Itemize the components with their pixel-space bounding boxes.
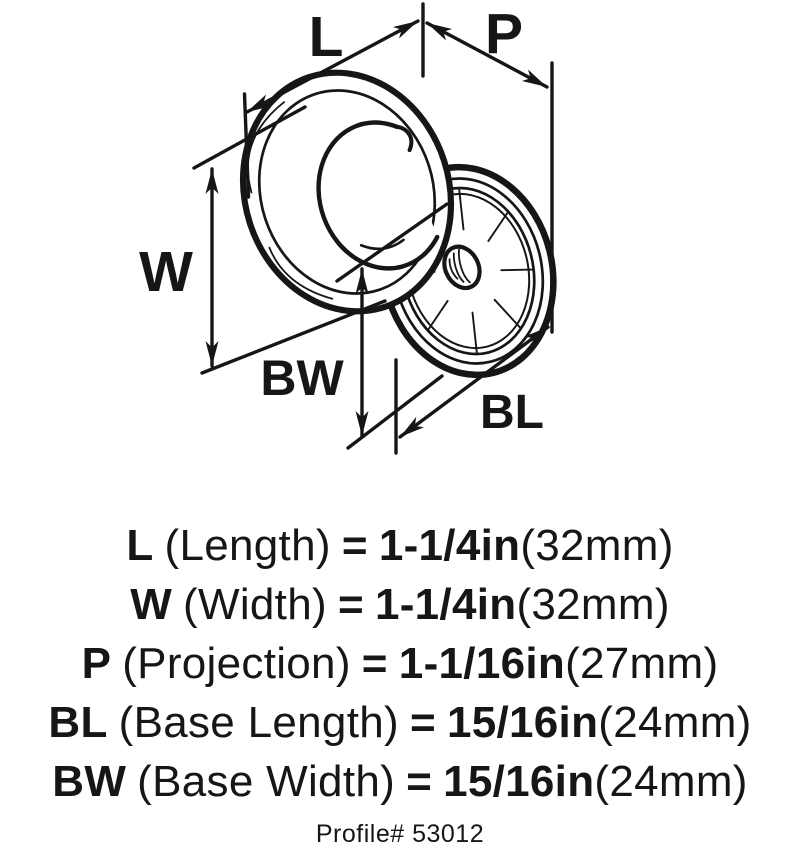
ext-bw-top — [335, 202, 449, 283]
ext-l-left — [242, 92, 251, 199]
extension-lines — [192, 2, 554, 455]
spec-name: (Length) — [164, 521, 331, 570]
front-dome-curl — [394, 124, 414, 153]
spec-equals: = — [361, 639, 388, 688]
spec-metric: (24mm) — [594, 757, 748, 806]
spec-row-base-length: BL(Base Length)=15/16in(24mm) — [0, 693, 800, 752]
spec-equals: = — [341, 521, 368, 570]
dim-label-projection: P — [485, 2, 523, 66]
dim-label-base-length: BL — [480, 386, 544, 439]
screw-hole-threads — [448, 248, 471, 284]
dim-label-length: L — [309, 5, 344, 69]
spec-equals: = — [406, 757, 433, 806]
spec-abbr: BW — [52, 757, 127, 806]
spec-metric: (24mm) — [598, 698, 752, 747]
spec-row-width: W(Width)=1-1/4in(32mm) — [0, 575, 800, 634]
spec-value: 1-1/4in — [374, 580, 517, 629]
diagram-svg: L P W BW BL — [139, 2, 557, 455]
spec-equals: = — [337, 580, 364, 629]
dim-line-p — [425, 21, 549, 89]
ext-w-bottom — [200, 299, 387, 375]
dimension-lines — [210, 19, 550, 439]
dimension-arrowheads — [205, 21, 548, 437]
spec-row-projection: P(Projection)=1-1/16in(27mm) — [0, 634, 800, 693]
ext-w-top — [192, 105, 307, 170]
spec-row-base-width: BW(Base Width)=15/16in(24mm) — [0, 752, 800, 811]
spec-abbr: L — [126, 521, 154, 570]
spec-metric: (32mm) — [516, 580, 670, 629]
spec-value: 15/16in — [446, 698, 599, 747]
spec-name: (Base Length) — [118, 698, 399, 747]
spec-abbr: BL — [48, 698, 108, 747]
dim-line-l — [245, 19, 420, 114]
front-rim — [257, 89, 437, 295]
spec-metric: (32mm) — [520, 521, 674, 570]
spec-abbr: P — [81, 639, 112, 688]
spec-abbr: W — [130, 580, 173, 629]
spec-name: (Projection) — [122, 639, 351, 688]
dim-label-width: W — [139, 240, 193, 304]
spec-name: (Width) — [183, 580, 327, 629]
dim-label-base-width: BW — [260, 350, 344, 406]
dim-line-bl — [398, 325, 550, 439]
profile-number: Profile# 53012 — [315, 820, 485, 848]
spec-row-length: L(Length)=1-1/4in(32mm) — [0, 516, 800, 575]
spec-metric: (27mm) — [565, 639, 719, 688]
spec-name: (Base Width) — [137, 757, 396, 806]
dimension-spec-list: L(Length)=1-1/4in(32mm) W(Width)=1-1/4in… — [0, 516, 800, 811]
spec-equals: = — [409, 698, 436, 747]
spec-value: 1-1/16in — [398, 639, 566, 688]
spec-value: 1-1/4in — [378, 521, 521, 570]
spec-value: 15/16in — [443, 757, 595, 806]
front-accent-lower — [268, 246, 334, 300]
knob-dimension-diagram: L P W BW BL — [139, 2, 557, 455]
